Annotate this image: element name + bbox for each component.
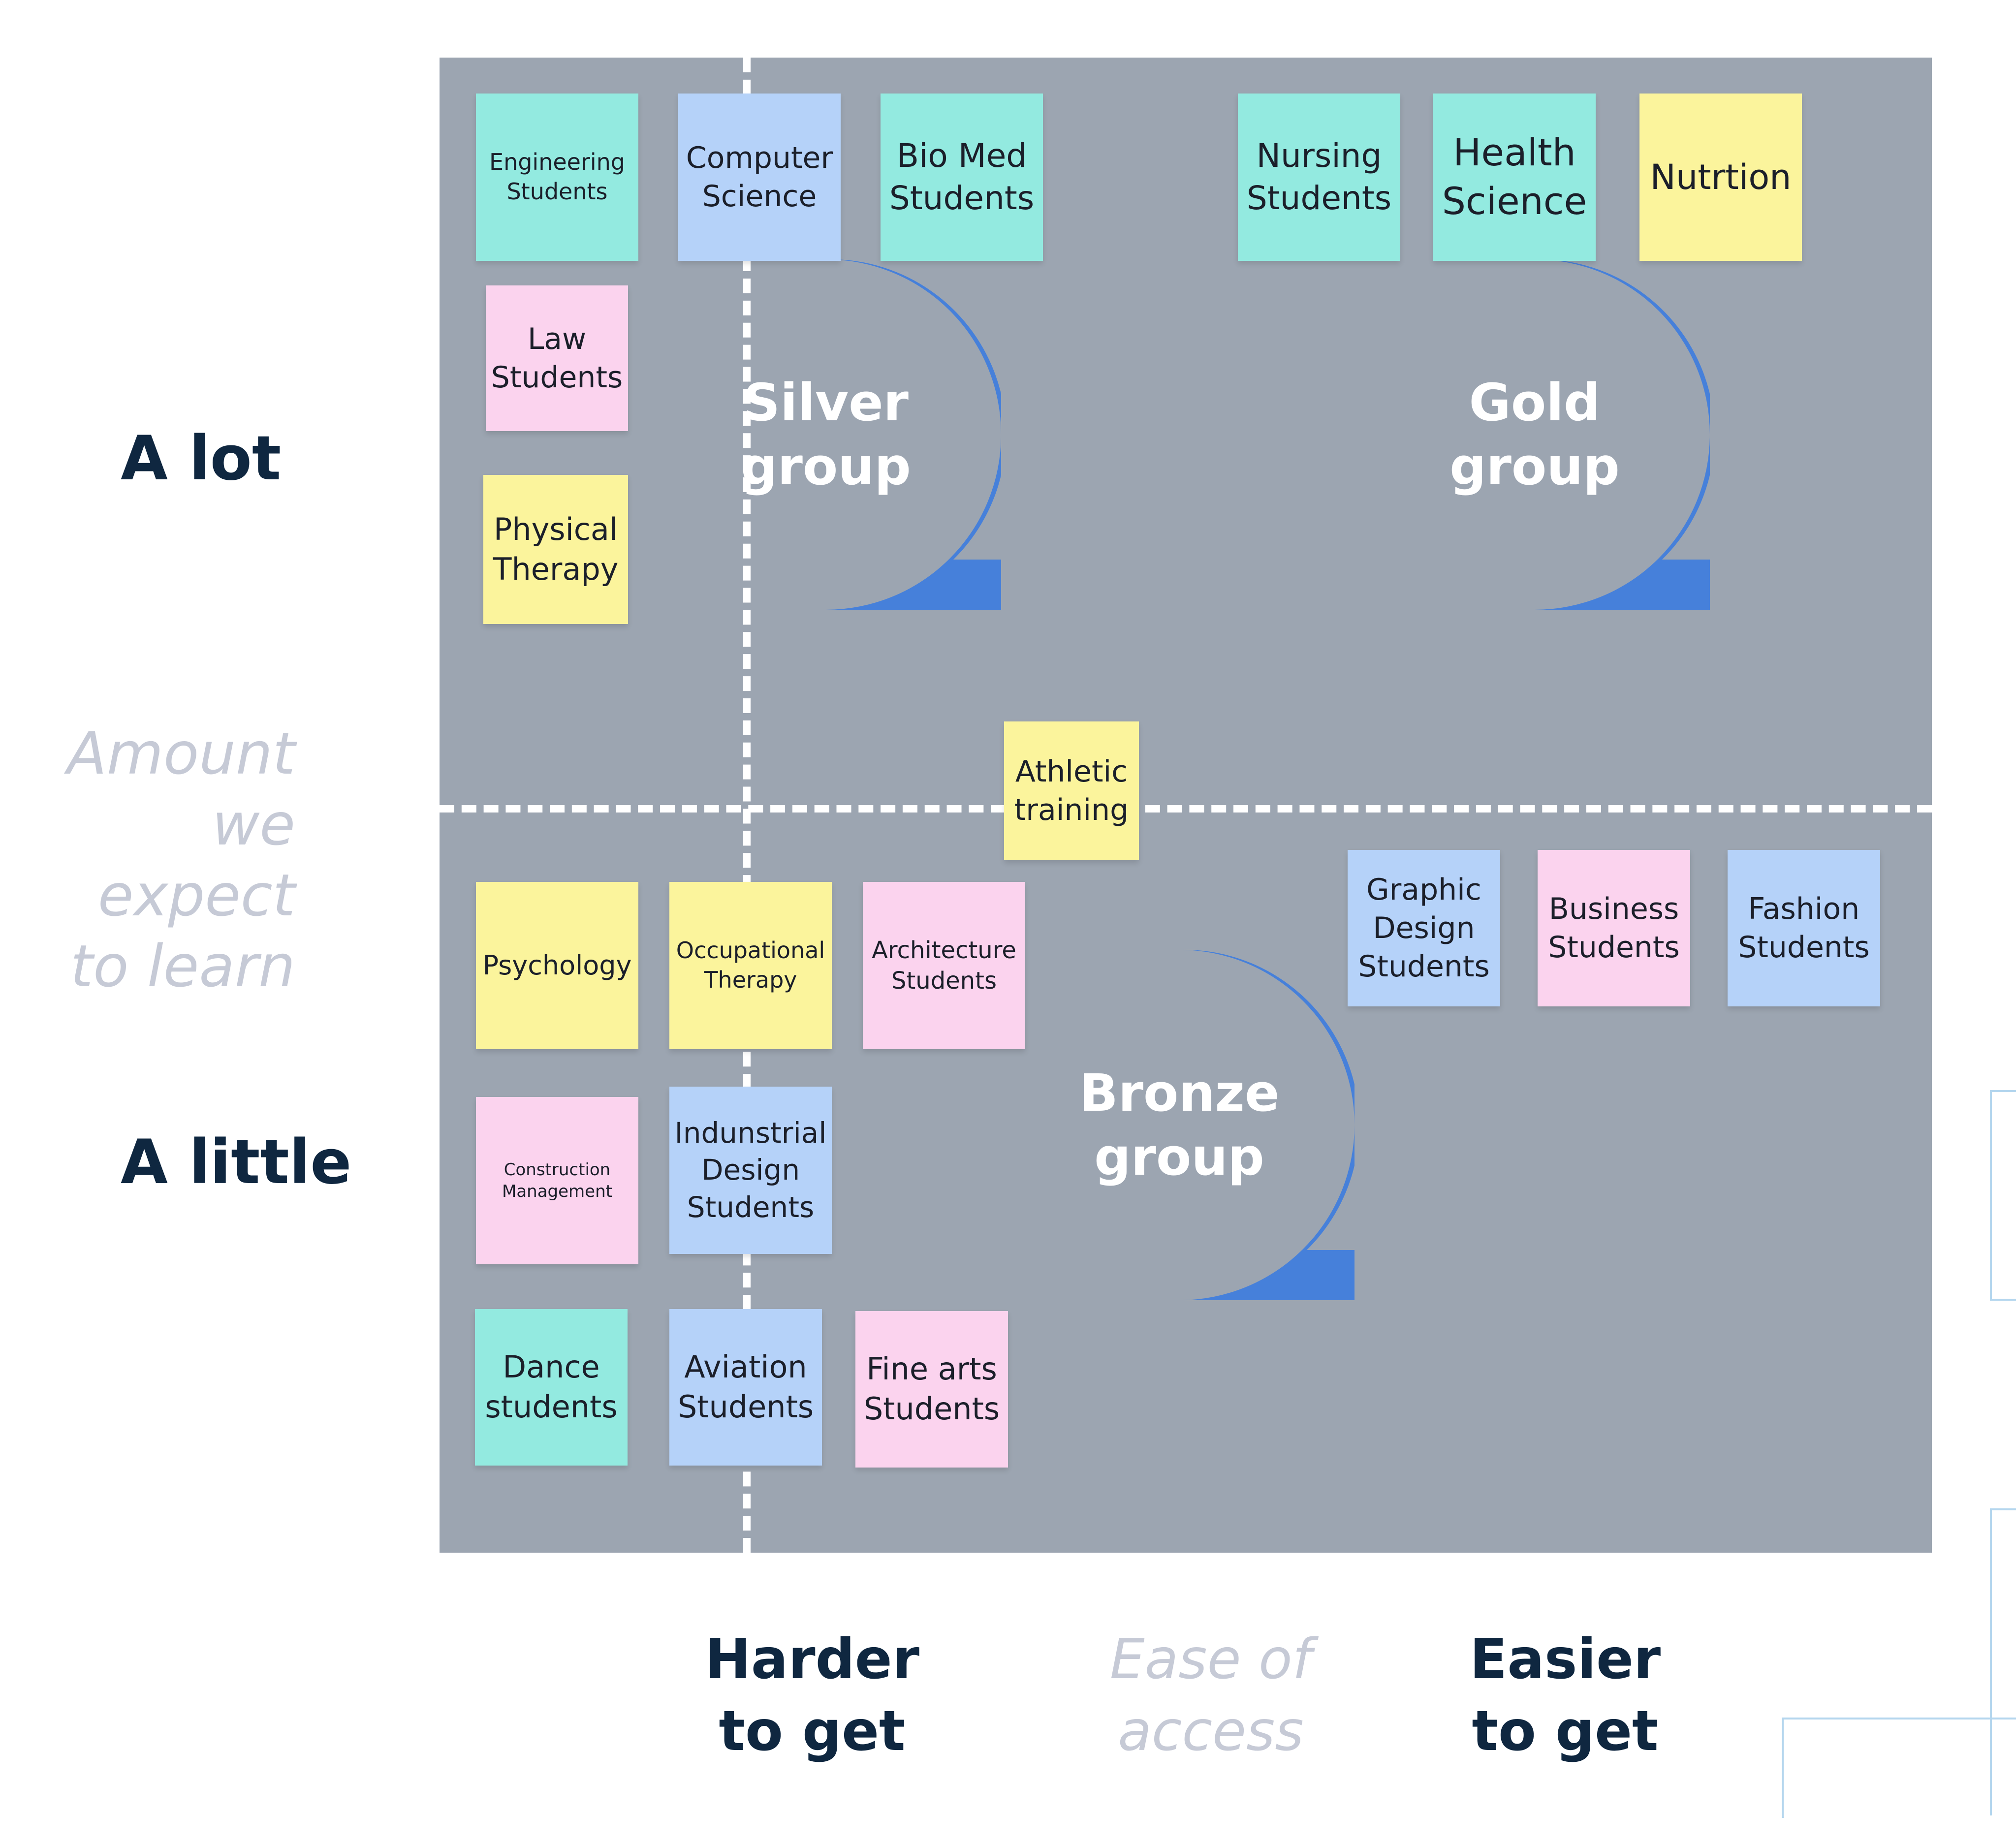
sticky-note-physical-therapy[interactable]: Physical Therapy (483, 475, 628, 624)
sticky-note-aviation[interactable]: Aviation Students (669, 1309, 822, 1466)
horizontal-divider (440, 805, 1932, 813)
sticky-note-nutrition[interactable]: Nutrtion (1639, 94, 1802, 261)
y-axis-title: Amount we expect to learn (67, 719, 295, 1000)
sticky-note-construction[interactable]: Construction Management (476, 1097, 638, 1264)
sticky-note-fashion[interactable]: Fashion Students (1728, 850, 1880, 1006)
sticky-note-bio-med[interactable]: Bio Med Students (881, 94, 1043, 261)
sticky-note-occupational-therapy[interactable]: Occupational Therapy (669, 882, 832, 1049)
x-axis-right-label: Easier to get (1469, 1627, 1661, 1763)
gold-group-bubble[interactable]: Gold group (1359, 259, 1710, 610)
sticky-note-dance[interactable]: Dance students (475, 1309, 628, 1466)
x-axis-title: Ease of access (1109, 1627, 1312, 1763)
sticky-note-fine-arts[interactable]: Fine arts Students (855, 1311, 1008, 1468)
speech-bubble-shape (826, 259, 1001, 610)
y-axis-top-label: A lot (121, 423, 282, 494)
gold-group-label: Gold group (1449, 373, 1620, 497)
offscreen-frame-upper (1990, 1090, 2016, 1301)
bronze-group-label: Bronze group (1079, 1063, 1280, 1187)
sticky-note-graphic-design[interactable]: Graphic Design Students (1348, 850, 1500, 1006)
offscreen-frame-corner (1782, 1718, 2016, 1818)
sticky-note-health-science[interactable]: Health Science (1433, 94, 1596, 261)
sticky-note-nursing[interactable]: Nursing Students (1238, 94, 1400, 261)
bronze-group-bubble[interactable]: Bronze group (1004, 950, 1354, 1300)
sticky-note-psychology[interactable]: Psychology (476, 882, 638, 1049)
sticky-note-law[interactable]: Law Students (486, 285, 628, 431)
offscreen-frame-lower (1990, 1508, 2016, 1815)
sticky-note-business[interactable]: Business Students (1538, 850, 1690, 1006)
silver-group-label: Silver group (741, 373, 911, 497)
y-axis-bottom-label: A little (121, 1127, 352, 1198)
sticky-note-athletic-training[interactable]: Athletic training (1004, 721, 1139, 860)
sticky-note-architecture[interactable]: Architecture Students (863, 882, 1025, 1049)
speech-bubble-shape (1179, 950, 1354, 1300)
x-axis-left-label: Harder to get (705, 1627, 919, 1763)
speech-bubble-shape (1535, 259, 1710, 610)
sticky-note-industrial-design[interactable]: Indunstrial Design Students (669, 1087, 832, 1254)
silver-group-bubble[interactable]: Silver group (651, 259, 1001, 610)
sticky-note-computer-science[interactable]: Computer Science (678, 94, 841, 261)
sticky-note-engineering[interactable]: Engineering Students (476, 94, 638, 261)
